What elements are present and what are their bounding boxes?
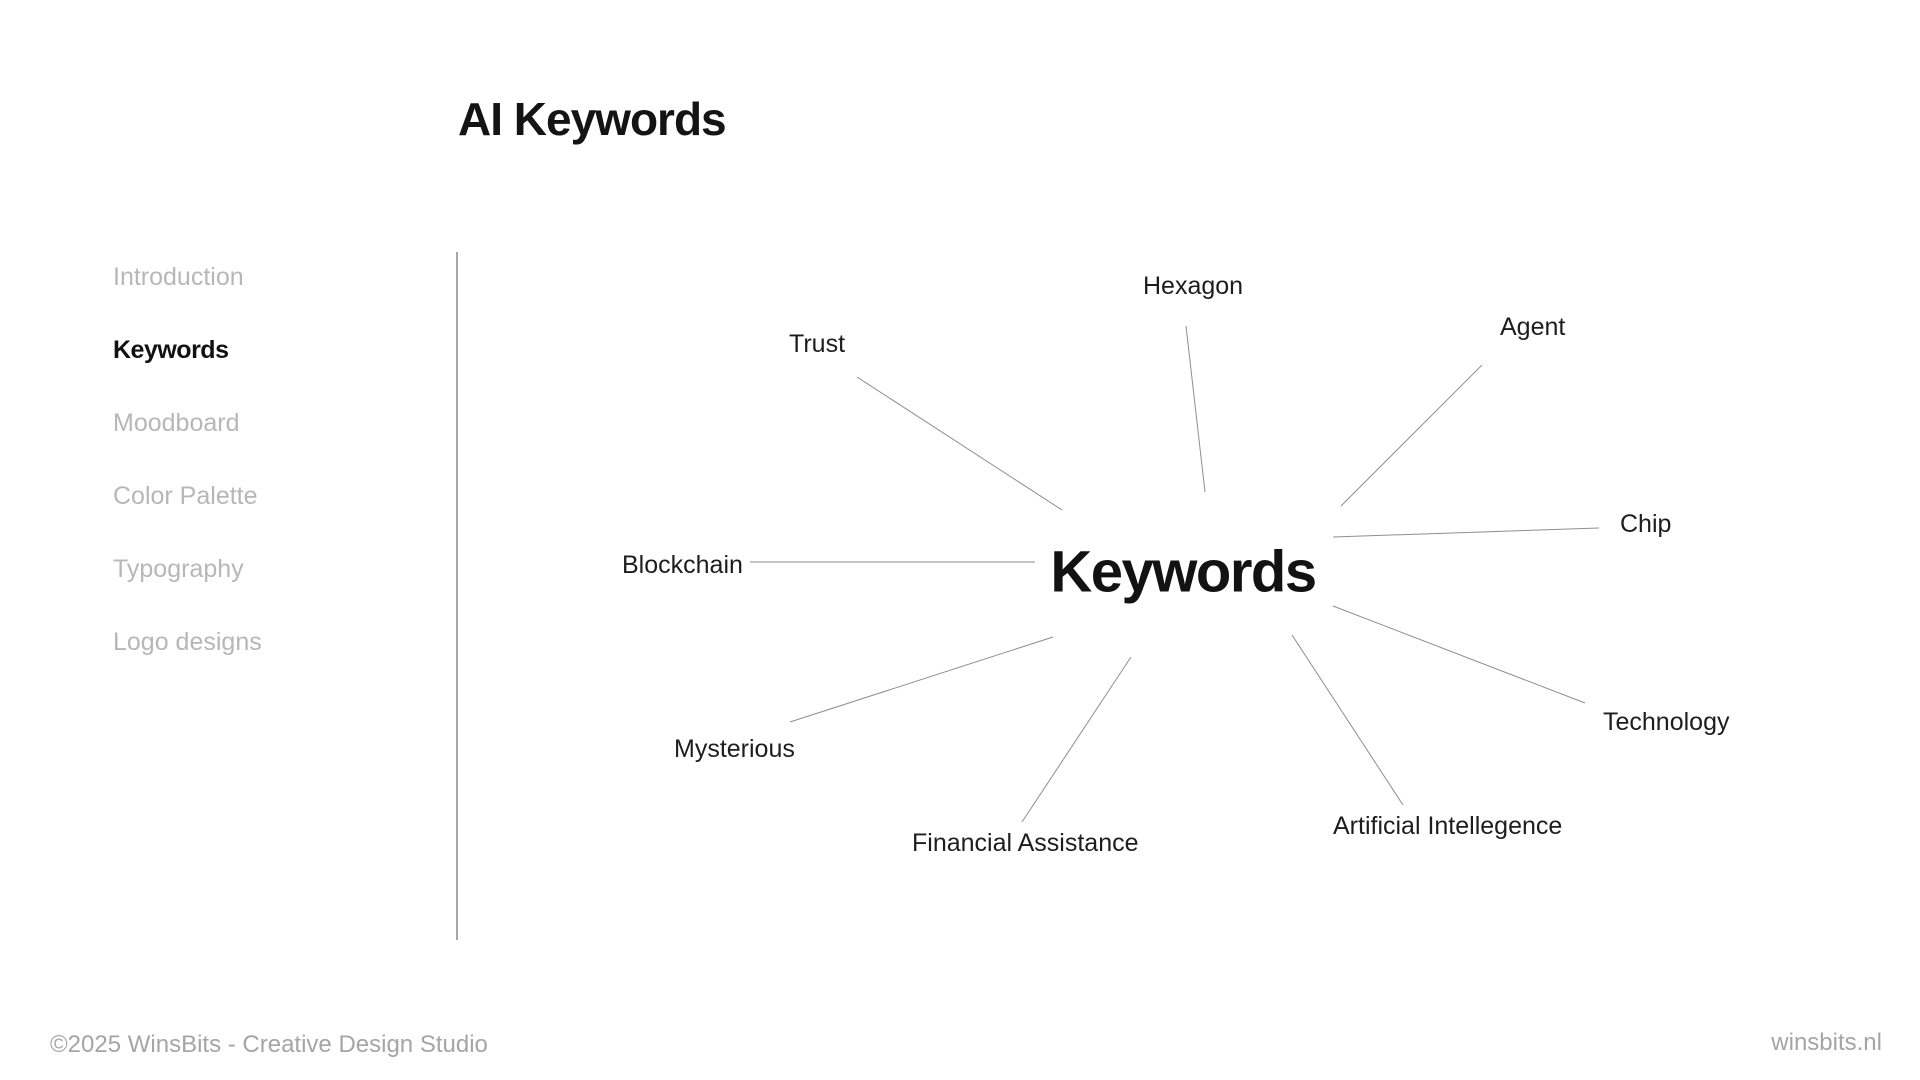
mindmap-node-financial-assistance: Financial Assistance (912, 829, 1139, 857)
connector-trust (856, 376, 1063, 511)
connector-technology (1332, 605, 1586, 704)
sidebar-item-moodboard[interactable]: Moodboard (113, 409, 240, 437)
connector-mysterious (789, 636, 1054, 723)
footer-copyright: ©2025 WinsBits - Creative Design Studio (50, 1031, 488, 1058)
mindmap-node-artificial-intellegence: Artificial Intellegence (1333, 812, 1563, 840)
connector-artificial-intellegence (1291, 634, 1404, 806)
footer-website-link[interactable]: winsbits.nl (1771, 1029, 1882, 1056)
connector-agent (1340, 364, 1483, 507)
mindmap-node-technology: Technology (1603, 708, 1730, 736)
mindmap-node-chip: Chip (1620, 510, 1672, 538)
mindmap-center-node: Keywords (1050, 539, 1317, 605)
mindmap-node-hexagon: Hexagon (1143, 272, 1244, 300)
sidebar-nav: Introduction Keywords Moodboard Color Pa… (113, 262, 262, 657)
page-title: AI Keywords (458, 93, 727, 145)
sidebar-item-typography[interactable]: Typography (113, 555, 244, 583)
mindmap-node-agent: Agent (1500, 313, 1566, 341)
mindmap-node-blockchain: Blockchain (622, 551, 743, 579)
sidebar-item-logo-designs[interactable]: Logo designs (113, 628, 262, 656)
connector-chip (1332, 527, 1600, 538)
sidebar-item-introduction[interactable]: Introduction (113, 263, 244, 291)
mindmap-node-trust: Trust (789, 330, 846, 358)
mindmap-node-mysterious: Mysterious (674, 735, 795, 763)
connector-financial-assistance (1021, 656, 1132, 823)
sidebar-item-keywords[interactable]: Keywords (113, 336, 229, 364)
sidebar-item-color-palette[interactable]: Color Palette (113, 482, 258, 510)
sidebar-divider (456, 252, 458, 940)
connector-hexagon (1185, 325, 1206, 493)
